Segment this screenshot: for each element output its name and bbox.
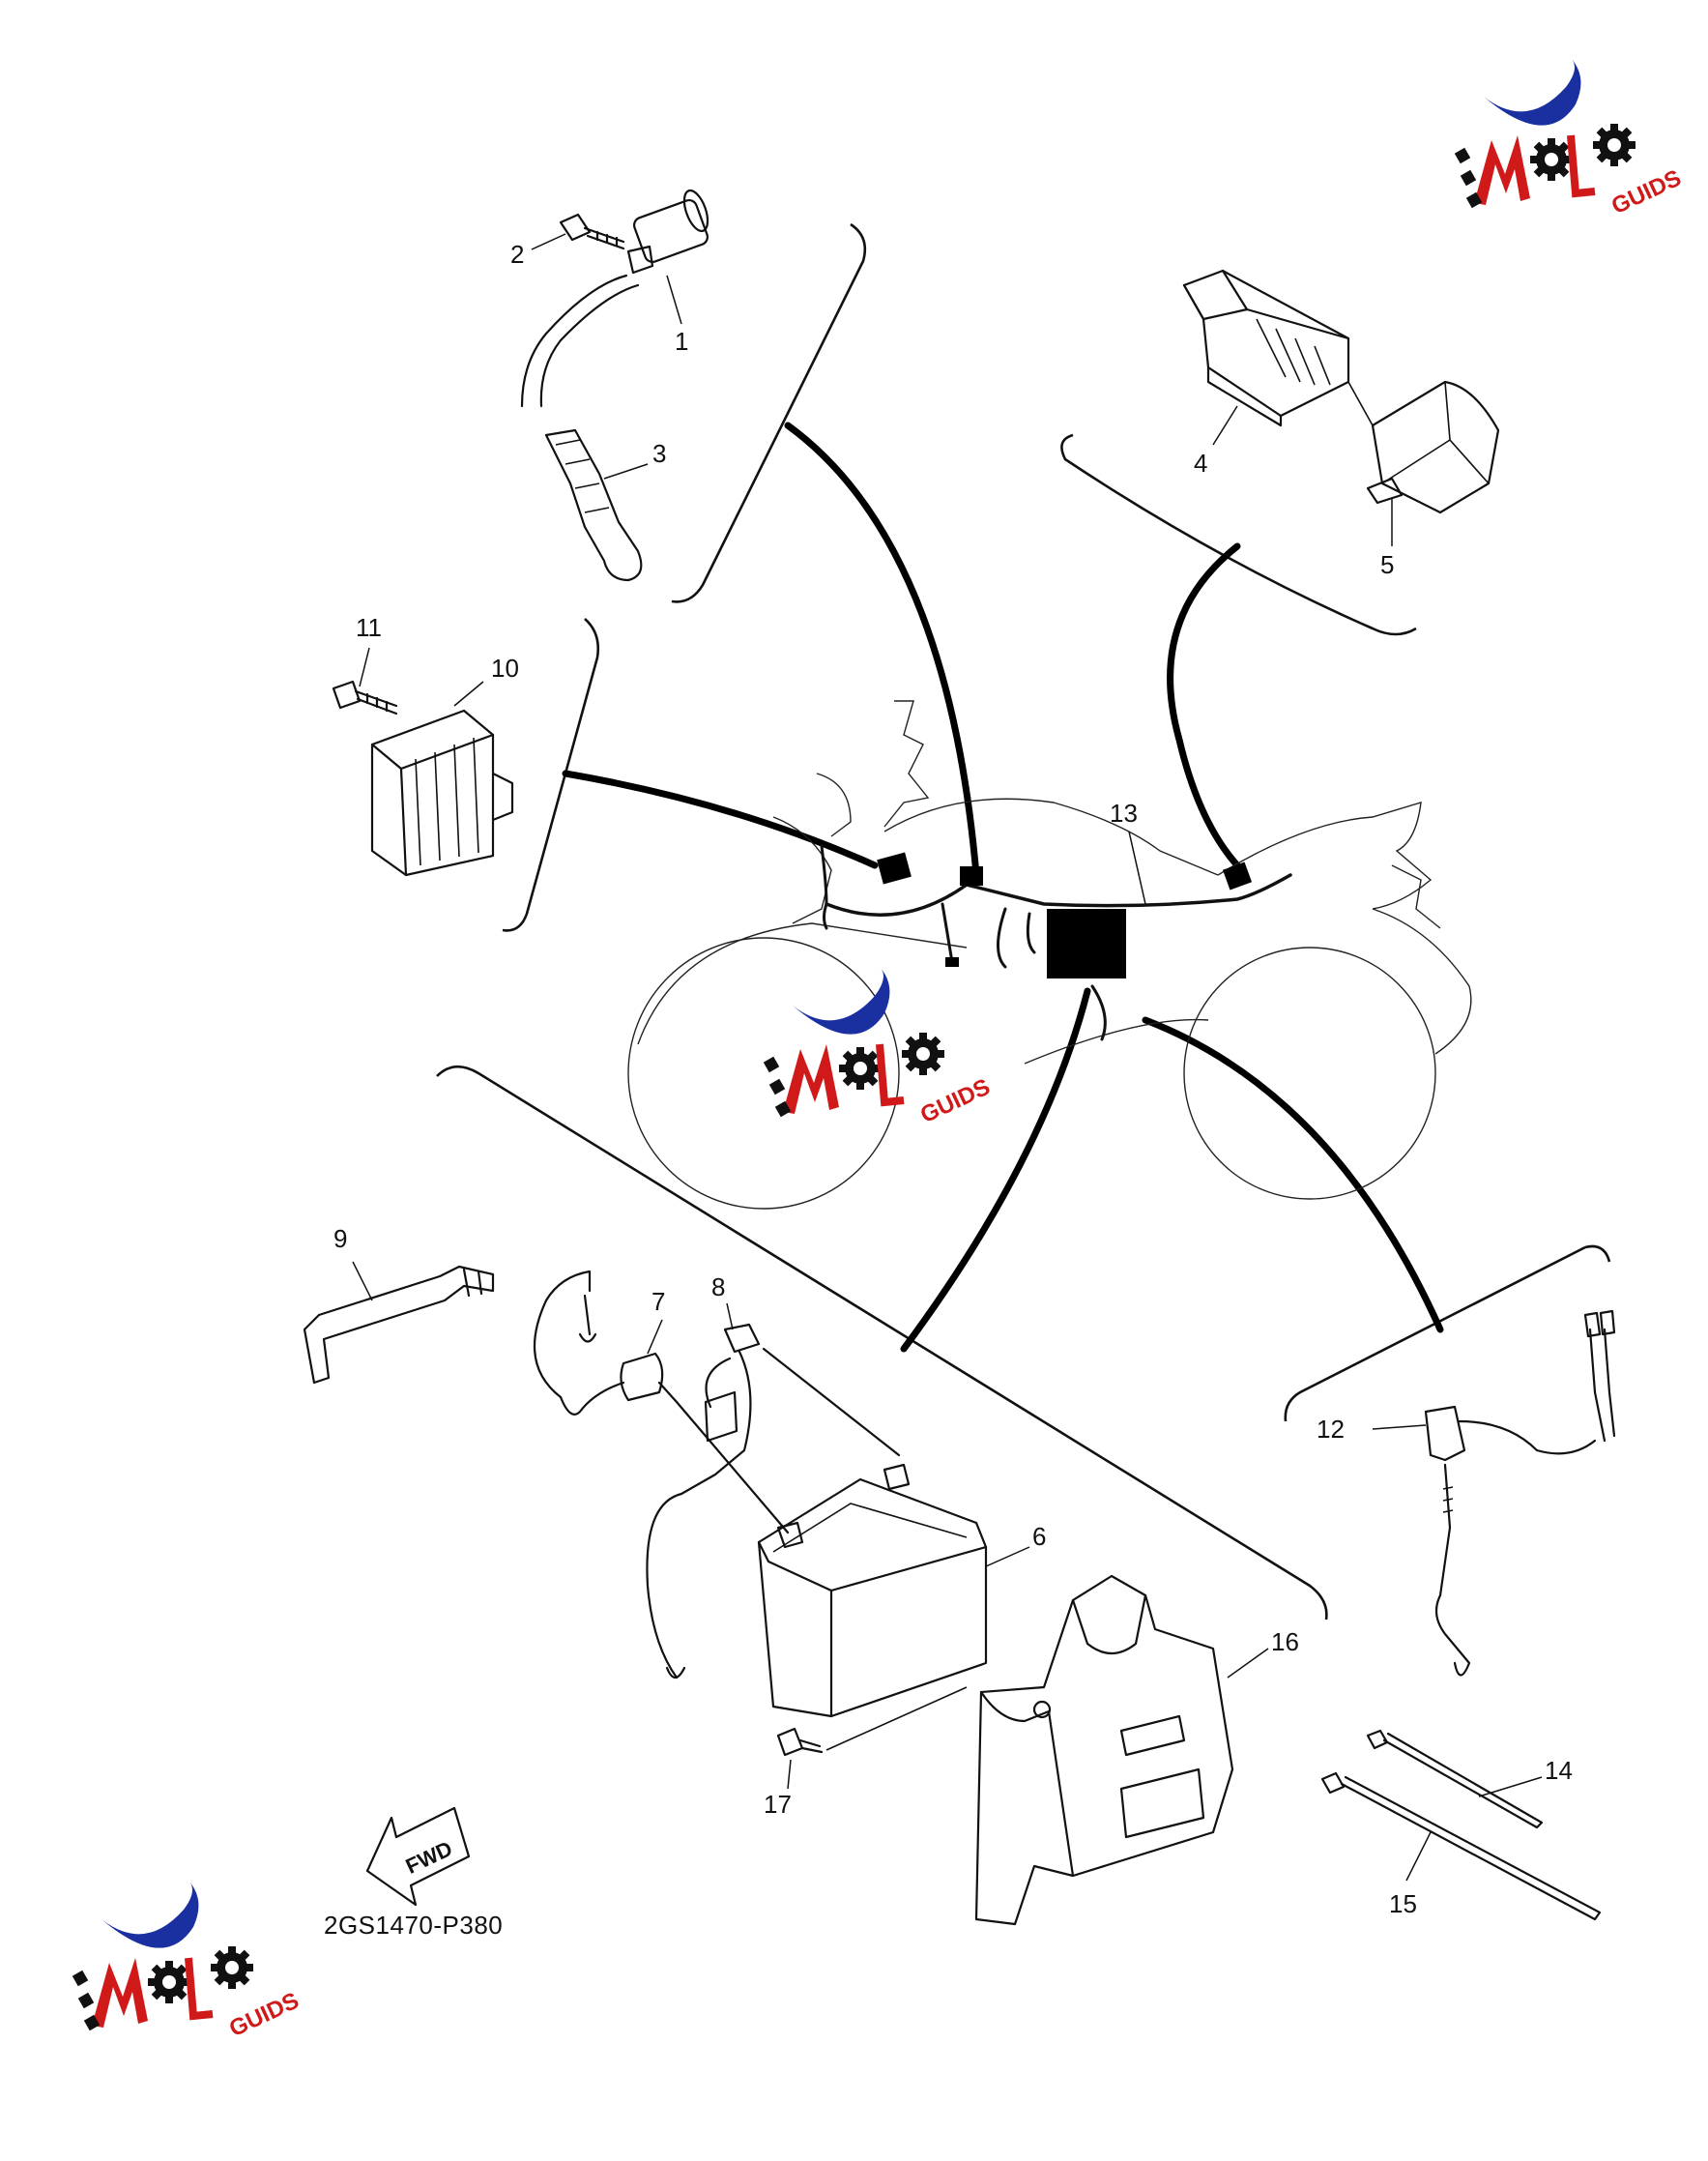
harness-to-battery	[900, 987, 1091, 1353]
harness-to-ecu	[1167, 542, 1241, 869]
cdi-unit	[1182, 269, 1350, 427]
battery-box	[974, 1574, 1234, 1926]
harness-to-coil	[784, 422, 980, 879]
ignition-coil-frame	[671, 222, 867, 603]
rectifier-bolt	[332, 680, 398, 715]
harness-to-sidestand	[1142, 1016, 1444, 1333]
callout-12: 12	[1317, 1415, 1345, 1444]
battery-box-bolt	[776, 1686, 968, 1757]
fwd-arrow-icon: FWD	[365, 1806, 471, 1907]
motorcycle-outline	[627, 700, 1472, 1210]
callout-15: 15	[1389, 1889, 1417, 1918]
callout-6: 6	[1032, 1522, 1046, 1551]
callout-10: 10	[491, 654, 519, 683]
moto-guids-logo-center: GUIDS	[764, 967, 994, 1129]
coupler	[1347, 380, 1500, 514]
callout-7: 7	[651, 1287, 665, 1316]
ignition-coil	[520, 189, 709, 408]
ecu-frame	[1060, 433, 1417, 636]
harness-to-rectifier	[562, 770, 879, 869]
logo-guids-text: GUIDS	[1607, 165, 1685, 220]
sidestand-switch-frame	[1284, 1244, 1611, 1422]
callout-13: 13	[1110, 799, 1138, 828]
rectifier-frame	[502, 618, 599, 932]
rectifier-regulator	[370, 709, 514, 877]
battery-band	[303, 1265, 495, 1385]
logo-guids-text: GUIDS	[225, 1988, 303, 2043]
battery-frame	[436, 1065, 1328, 1621]
callouts: 1 2 3 4 5 6 7 8 9 10 11 12 13 14 15 16 1…	[333, 233, 1573, 1918]
battery	[757, 1463, 988, 1718]
callout-8: 8	[711, 1272, 725, 1301]
cable-tie-long	[1320, 1771, 1602, 1921]
battery-cable	[646, 1323, 901, 1679]
diagram-code: 2GS1470-P380	[324, 1911, 503, 1940]
callout-5: 5	[1380, 550, 1394, 579]
callout-2: 2	[510, 240, 524, 269]
callout-16: 16	[1271, 1627, 1299, 1656]
fwd-label: FWD	[402, 1836, 456, 1879]
fuse-holder	[533, 1270, 790, 1534]
callout-4: 4	[1194, 449, 1207, 478]
callout-11: 11	[356, 613, 382, 642]
callout-3: 3	[652, 439, 666, 468]
cable-tie-short	[1366, 1729, 1544, 1829]
moto-guids-logo-top-right: GUIDS	[1455, 58, 1685, 220]
spark-plug-cap	[544, 428, 643, 582]
callout-14: 14	[1545, 1756, 1573, 1785]
callout-17: 17	[764, 1790, 792, 1819]
logo-guids-text: GUIDS	[916, 1074, 994, 1129]
wire-harness	[820, 844, 1292, 1041]
callout-9: 9	[333, 1224, 347, 1253]
sidestand-switch	[1424, 1309, 1616, 1677]
coil-bolt	[559, 213, 625, 250]
moto-guids-logo-bottom-left: GUIDS	[72, 1881, 303, 2043]
callout-1: 1	[675, 327, 688, 356]
